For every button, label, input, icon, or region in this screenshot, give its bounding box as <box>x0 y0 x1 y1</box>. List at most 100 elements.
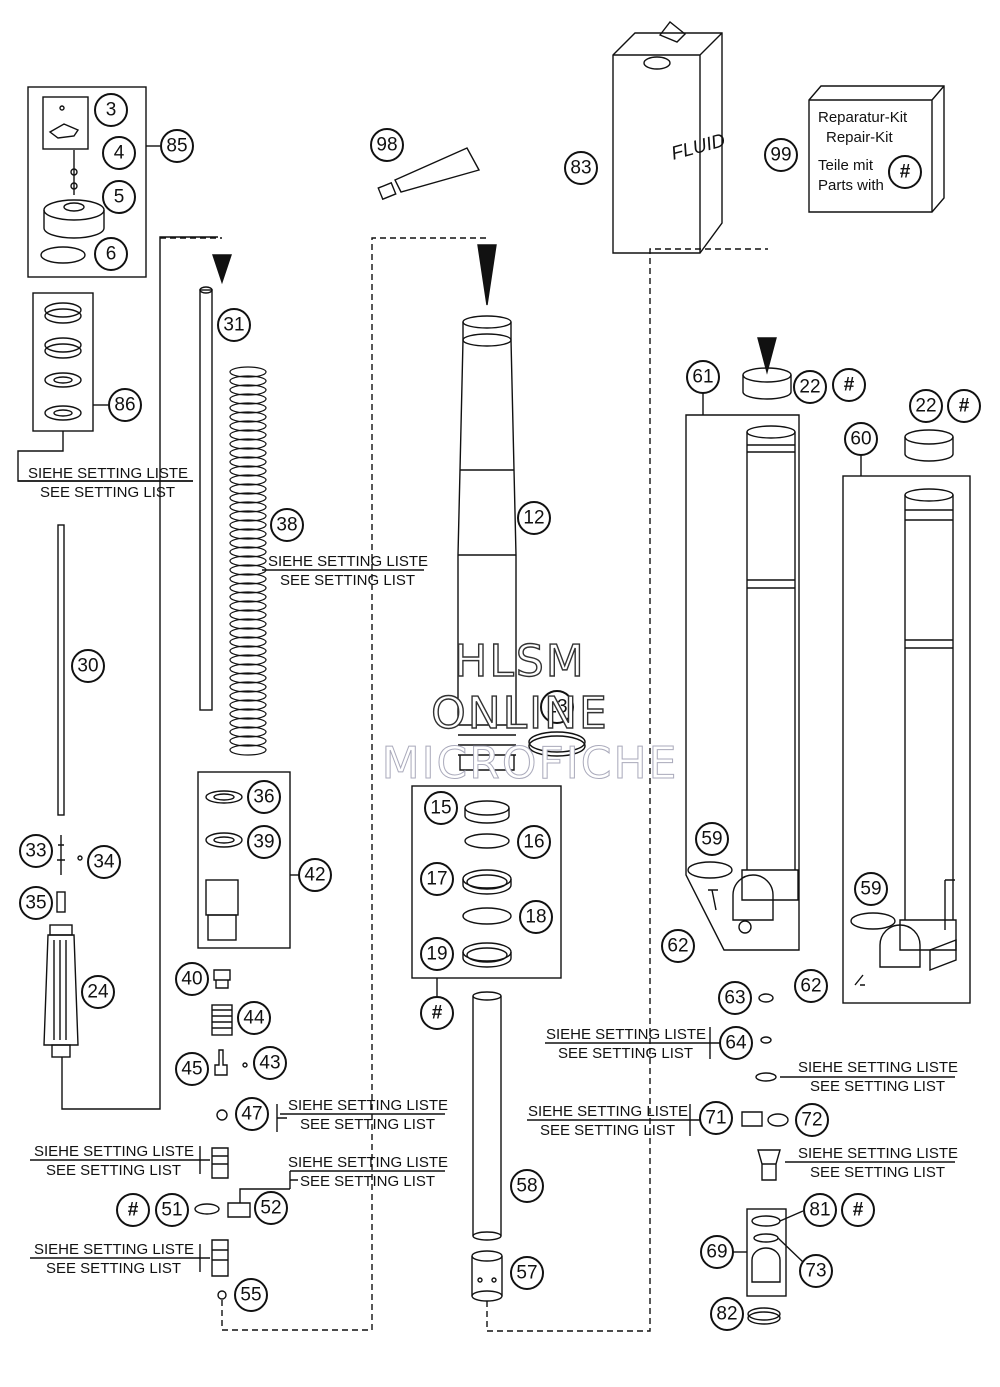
callout-number: 40 <box>181 969 202 990</box>
callout-hash: # <box>832 368 866 402</box>
callout-number: 45 <box>181 1059 202 1080</box>
callout-number: 71 <box>705 1108 726 1129</box>
callout-p83: 83 <box>564 151 598 185</box>
callout-p85: 85 <box>160 129 194 163</box>
callout-number: 63 <box>724 988 745 1009</box>
callout-p22b: 22 <box>909 389 943 423</box>
callout-number: 51 <box>161 1200 182 1221</box>
callout-number: 83 <box>570 158 591 179</box>
callout-number: 72 <box>801 1110 822 1131</box>
callout-number: 47 <box>241 1104 262 1125</box>
callout-p44: 44 <box>237 1001 271 1035</box>
callout-number: 57 <box>516 1263 537 1284</box>
callout-number: 22 <box>799 377 820 398</box>
callout-p69: 69 <box>700 1235 734 1269</box>
setting-de-right2: SIEHE SETTING LISTE <box>798 1145 958 1162</box>
callout-number: 58 <box>516 1176 537 1197</box>
watermark-line1: HLSM <box>454 635 586 687</box>
group-box-60 <box>842 475 971 1004</box>
setting-de-71: SIEHE SETTING LISTE <box>528 1103 688 1120</box>
group-box-61 <box>685 414 800 951</box>
callout-p60: 60 <box>844 422 878 456</box>
callout-number: 99 <box>770 145 791 166</box>
kit-line1: Reparatur-Kit <box>818 109 908 126</box>
callout-number: 34 <box>93 852 115 873</box>
spring-38 <box>229 366 267 756</box>
callout-number: 60 <box>850 429 871 450</box>
callout-p3: 3 <box>94 93 128 127</box>
callout-number: # <box>128 1200 139 1221</box>
callout-number: 15 <box>430 798 451 819</box>
watermark-line2: ONLINE <box>430 687 609 739</box>
callout-number: 5 <box>114 187 125 208</box>
setting-en-left2: SEE SETTING LIST <box>46 1260 181 1277</box>
setting-en-right2: SEE SETTING LIST <box>810 1164 945 1181</box>
setting-de-52: SIEHE SETTING LISTE <box>288 1154 448 1171</box>
callout-number: 69 <box>706 1242 727 1263</box>
callout-p6: 6 <box>94 237 128 271</box>
setting-en-86: SEE SETTING LIST <box>40 484 175 501</box>
callout-p30: 30 <box>71 649 105 683</box>
callout-number: 36 <box>253 787 274 808</box>
callout-hash: # <box>947 389 981 423</box>
callout-number: 55 <box>240 1285 261 1306</box>
callout-p98: 98 <box>370 128 404 162</box>
callout-number: 42 <box>304 865 325 886</box>
callout-number: 18 <box>525 907 546 928</box>
callout-number: 22 <box>915 396 936 417</box>
callout-number: 19 <box>426 944 447 965</box>
callout-number: # <box>900 162 911 183</box>
callout-number: 30 <box>77 656 98 677</box>
callout-number: 81 <box>809 1200 830 1221</box>
callout-hash: # <box>841 1193 875 1227</box>
callout-number: 35 <box>25 893 46 914</box>
setting-de-64: SIEHE SETTING LISTE <box>546 1026 706 1043</box>
can-label: FLUID <box>669 130 728 165</box>
callout-number: 24 <box>87 982 109 1003</box>
callout-p62a: 62 <box>661 929 695 963</box>
callout-number: 43 <box>259 1053 280 1074</box>
callout-p51: 51 <box>155 1193 189 1227</box>
callout-number: 52 <box>260 1198 281 1219</box>
callout-p86: 86 <box>108 388 142 422</box>
group-box-85 <box>27 86 147 278</box>
callout-p31: 31 <box>217 308 251 342</box>
callout-p71: 71 <box>699 1101 733 1135</box>
callout-p57: 57 <box>510 1256 544 1290</box>
callout-p64: 64 <box>719 1026 753 1060</box>
callout-p15: 15 <box>424 791 458 825</box>
setting-de-47: SIEHE SETTING LISTE <box>288 1097 448 1114</box>
callout-p81: 81 <box>803 1193 837 1227</box>
callout-p13: 13 <box>540 690 574 724</box>
callout-p73: 73 <box>799 1254 833 1288</box>
callout-number: 3 <box>106 100 117 121</box>
callout-number: # <box>432 1003 443 1024</box>
setting-de-left2: SIEHE SETTING LISTE <box>34 1241 194 1258</box>
callout-p4: 4 <box>102 136 136 170</box>
callout-p58: 58 <box>510 1169 544 1203</box>
callout-number: 59 <box>860 879 881 900</box>
callout-p47: 47 <box>235 1097 269 1131</box>
callout-number: 33 <box>25 841 46 862</box>
setting-en-38: SEE SETTING LIST <box>280 572 415 589</box>
setting-en-left1: SEE SETTING LIST <box>46 1162 181 1179</box>
callout-p18: 18 <box>519 900 553 934</box>
callout-p40: 40 <box>175 962 209 996</box>
callout-p39: 39 <box>247 825 281 859</box>
callout-hash: # <box>888 155 922 189</box>
kit-line2: Repair-Kit <box>826 129 894 146</box>
callout-number: 82 <box>716 1304 737 1325</box>
callout-number: 61 <box>692 367 713 388</box>
callout-p43: 43 <box>253 1046 287 1080</box>
callout-number: 73 <box>805 1261 826 1282</box>
callout-p19: 19 <box>420 937 454 971</box>
callout-number: 16 <box>523 832 544 853</box>
callout-number: # <box>959 396 970 417</box>
group-box-hash <box>411 785 562 979</box>
callout-p17: 17 <box>420 862 454 896</box>
callout-number: 13 <box>546 697 567 718</box>
setting-de-left1: SIEHE SETTING LISTE <box>34 1143 194 1160</box>
callout-number: # <box>853 1200 864 1221</box>
setting-en-64: SEE SETTING LIST <box>558 1045 693 1062</box>
callout-number: 12 <box>523 508 544 529</box>
